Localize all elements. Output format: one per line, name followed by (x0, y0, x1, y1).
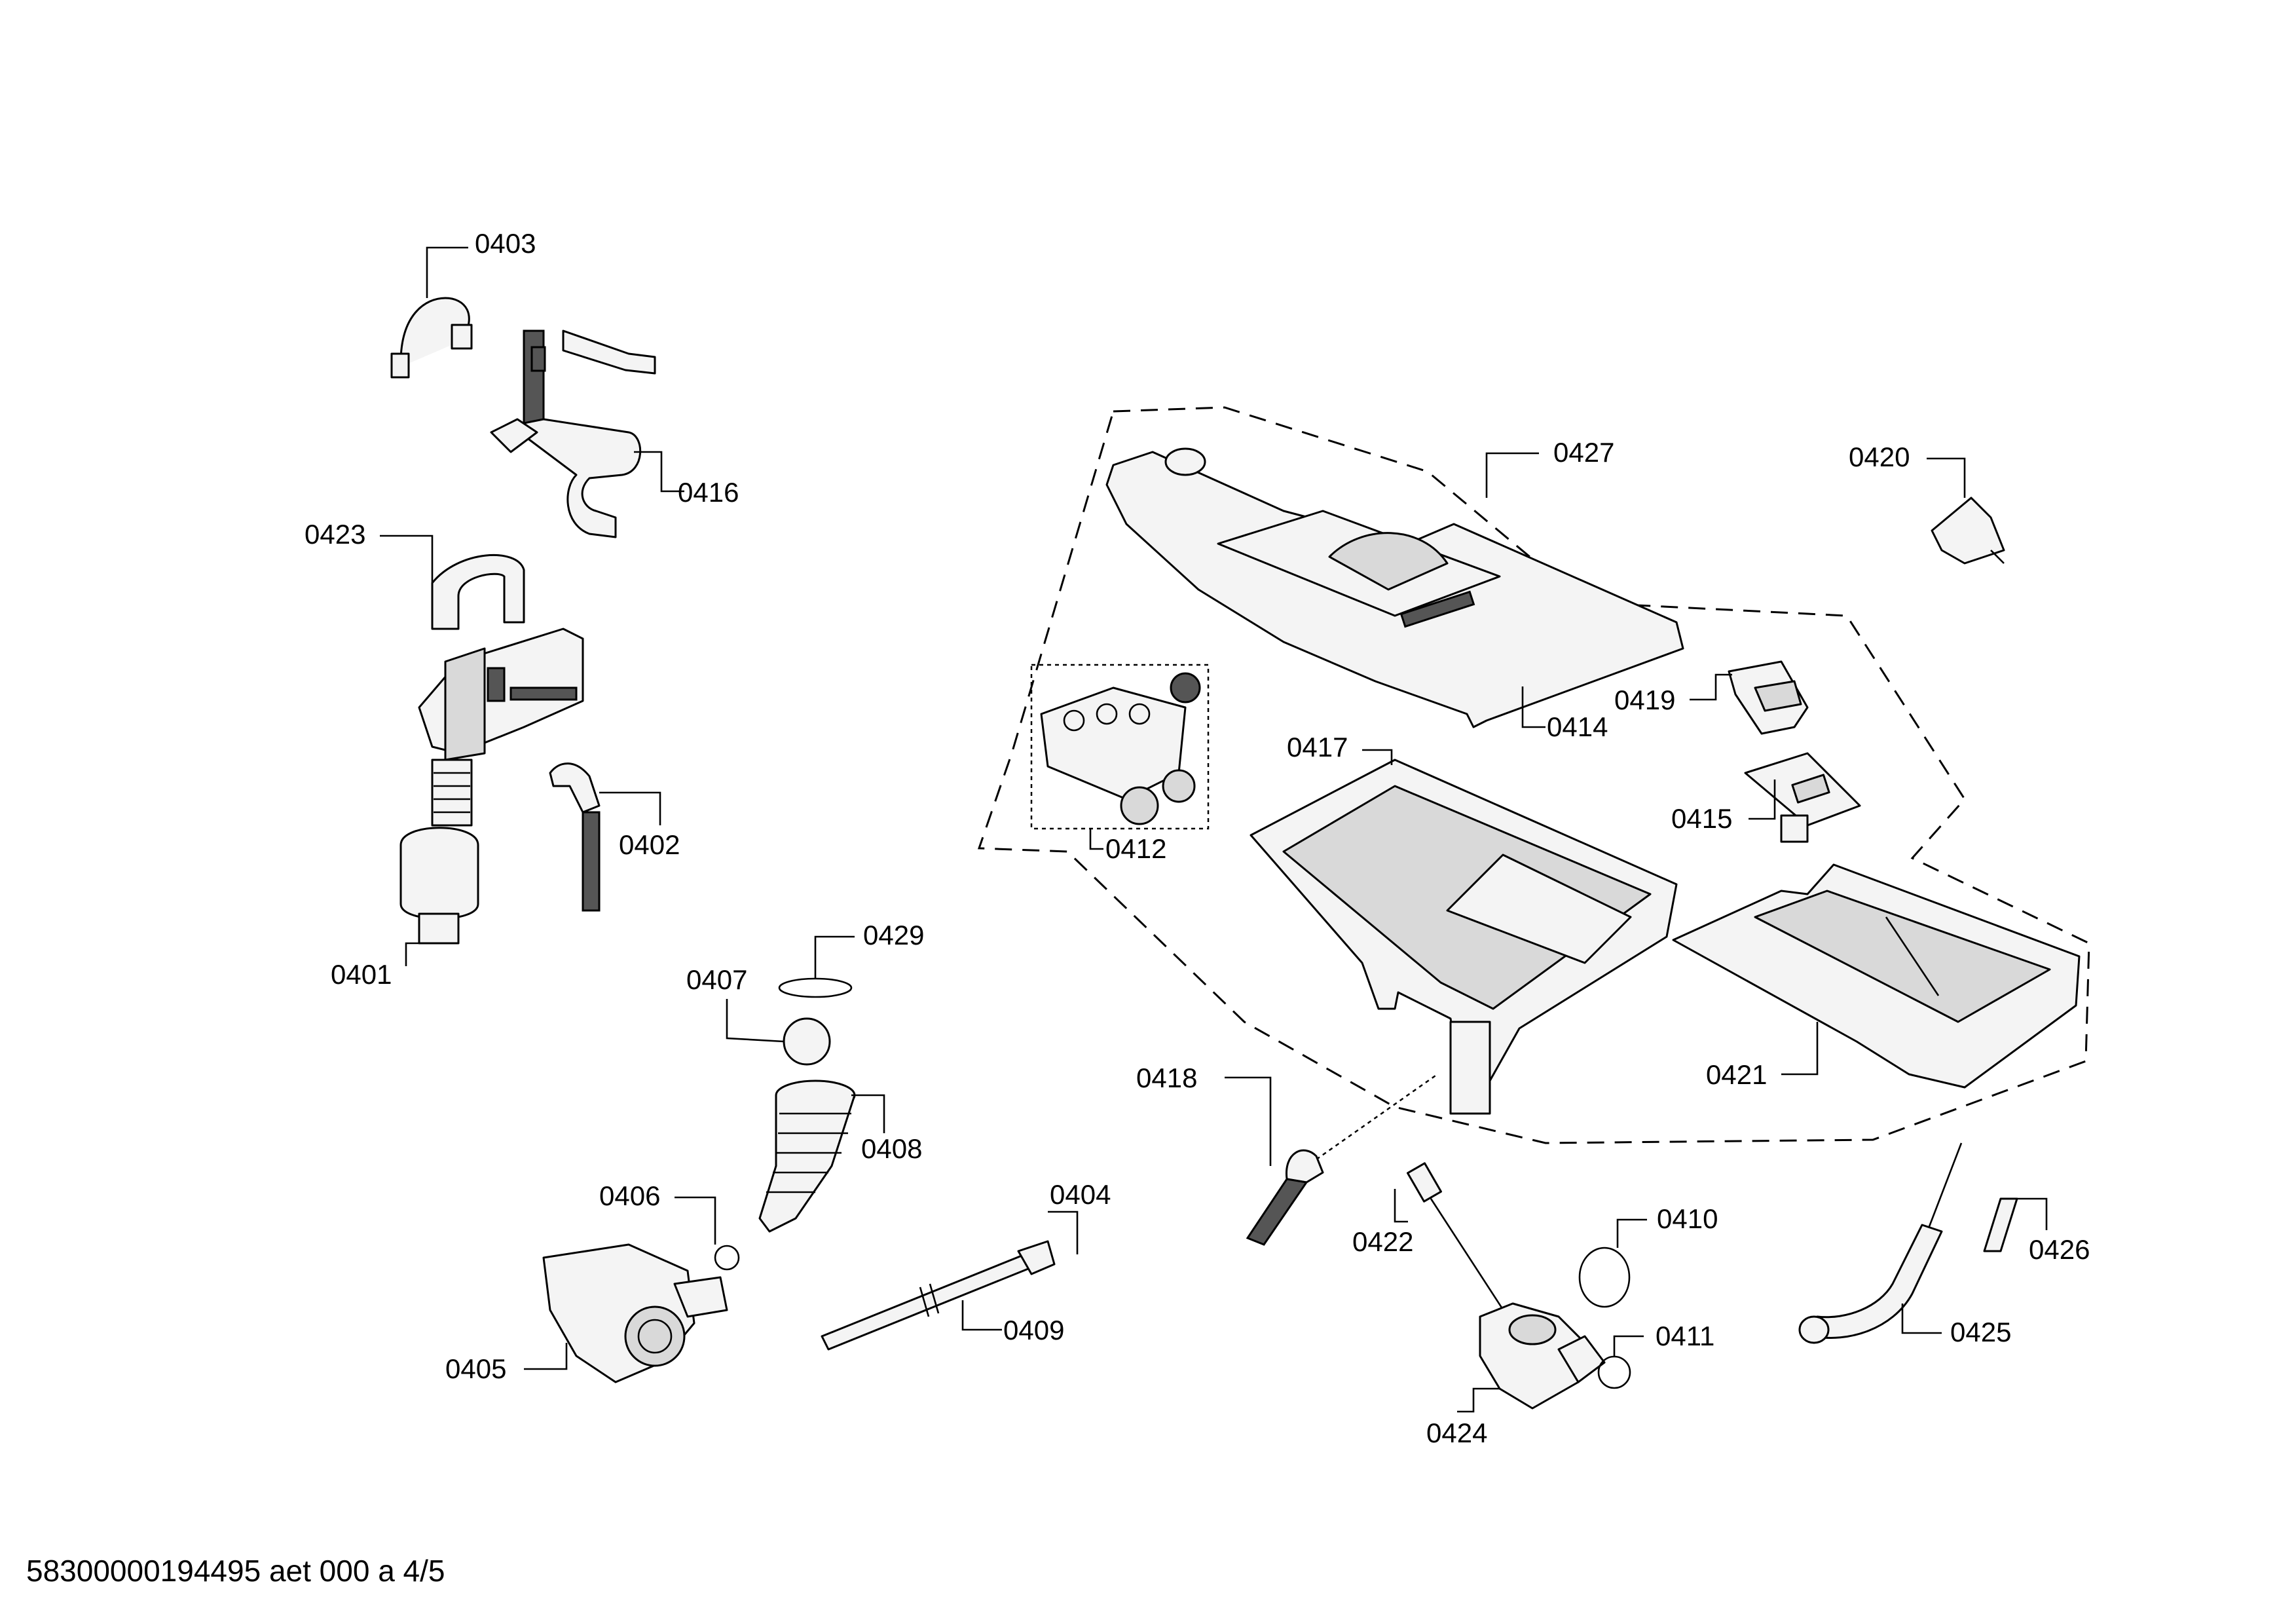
leader-0420 (1927, 457, 1966, 498)
leader-0402 (599, 791, 661, 825)
part-0426-tube (1983, 1197, 2018, 1252)
leader-0426 (2014, 1197, 2048, 1230)
label-0411: 0411 (1656, 1321, 1714, 1351)
part-0416-hose-assembly (490, 329, 656, 538)
hose-connection-dotted (1316, 1073, 1438, 1161)
label-0427: 0427 (1553, 437, 1614, 468)
part-0423-cover (431, 554, 525, 630)
leader-0417 (1362, 749, 1393, 765)
label-0404: 0404 (1050, 1179, 1111, 1210)
label-0417: 0417 (1287, 732, 1348, 762)
label-0416: 0416 (678, 477, 739, 508)
part-0405-pump (542, 1243, 728, 1383)
label-0415: 0415 (1671, 803, 1732, 834)
part-0401-valve (399, 628, 584, 945)
label-0424: 0424 (1426, 1417, 1487, 1448)
label-0409: 0409 (1003, 1315, 1064, 1345)
leader-0419 (1690, 673, 1732, 701)
label-0410: 0410 (1657, 1203, 1718, 1234)
part-0404-clip (1017, 1240, 1056, 1275)
part-0424-sump (1479, 1302, 1606, 1410)
part-0412-valve-block (1030, 664, 1210, 830)
label-0421: 0421 (1706, 1059, 1767, 1090)
leader-0418 (1225, 1076, 1272, 1166)
part-0410-ring (1578, 1247, 1631, 1308)
part-0411-clamp (1597, 1355, 1631, 1389)
part-0415 (1744, 752, 1861, 843)
label-0412: 0412 (1105, 833, 1166, 864)
part-0429-ring (778, 977, 853, 998)
label-0401: 0401 (331, 959, 392, 990)
part-0417-detergent-tray (1250, 759, 1678, 1115)
label-0403: 0403 (475, 228, 536, 259)
leader-0422 (1394, 1189, 1408, 1223)
drawing-reference: 58300000194495 aet 000 a 4/5 (26, 1554, 445, 1588)
label-0408: 0408 (861, 1133, 922, 1164)
label-0419: 0419 (1614, 685, 1675, 715)
label-0420: 0420 (1849, 441, 1910, 472)
leader-0404 (1048, 1210, 1079, 1254)
leader-0406 (675, 1196, 716, 1245)
part-0425-pressure-hose (1798, 1142, 1963, 1344)
leader-0425 (1901, 1304, 1942, 1334)
leader-0410 (1616, 1218, 1647, 1248)
label-0422: 0422 (1352, 1226, 1413, 1257)
label-0425: 0425 (1950, 1317, 2011, 1347)
leader-0411 (1613, 1335, 1644, 1357)
part-0421-drawer-housing (1672, 863, 2081, 1089)
label-0405: 0405 (445, 1353, 506, 1384)
label-0406: 0406 (599, 1180, 660, 1211)
leader-0407 (726, 999, 785, 1043)
part-0409-drain-pipe (821, 1253, 1033, 1351)
leader-0427 (1485, 452, 1539, 498)
label-0423: 0423 (305, 519, 365, 550)
part-0422-sensor (1407, 1162, 1517, 1330)
label-0414: 0414 (1547, 711, 1608, 742)
leader-0405 (524, 1343, 568, 1370)
part-0406-clamp (714, 1245, 740, 1271)
leader-0424 (1457, 1387, 1500, 1413)
leader-0409 (961, 1300, 1002, 1331)
leader-0423 (380, 535, 434, 583)
label-0402: 0402 (619, 829, 680, 860)
label-0407: 0407 (686, 964, 747, 995)
part-0402-hose (549, 762, 601, 912)
leader-0429 (814, 935, 855, 979)
leader-0403 (426, 246, 468, 298)
leader-0421 (1781, 1022, 1819, 1076)
leader-0414 (1521, 686, 1546, 728)
leader-0412 (1089, 829, 1103, 850)
leader-0415 (1749, 779, 1776, 820)
part-0408-bellows (758, 1079, 856, 1233)
leader-0408 (851, 1094, 885, 1133)
assembly-group-outline (977, 406, 2090, 1144)
part-0427-top-frame (1105, 447, 1684, 728)
label-0426: 0426 (2029, 1234, 2090, 1265)
part-0407-ball (783, 1017, 831, 1066)
part-0419 (1728, 660, 1809, 735)
label-0418: 0418 (1136, 1062, 1197, 1093)
label-0429: 0429 (863, 920, 924, 950)
part-0403-clip (390, 297, 473, 379)
part-0418-hose (1246, 1149, 1324, 1246)
leader-0416 (634, 451, 684, 493)
leader-0401 (405, 942, 435, 966)
part-0420 (1931, 497, 2005, 565)
